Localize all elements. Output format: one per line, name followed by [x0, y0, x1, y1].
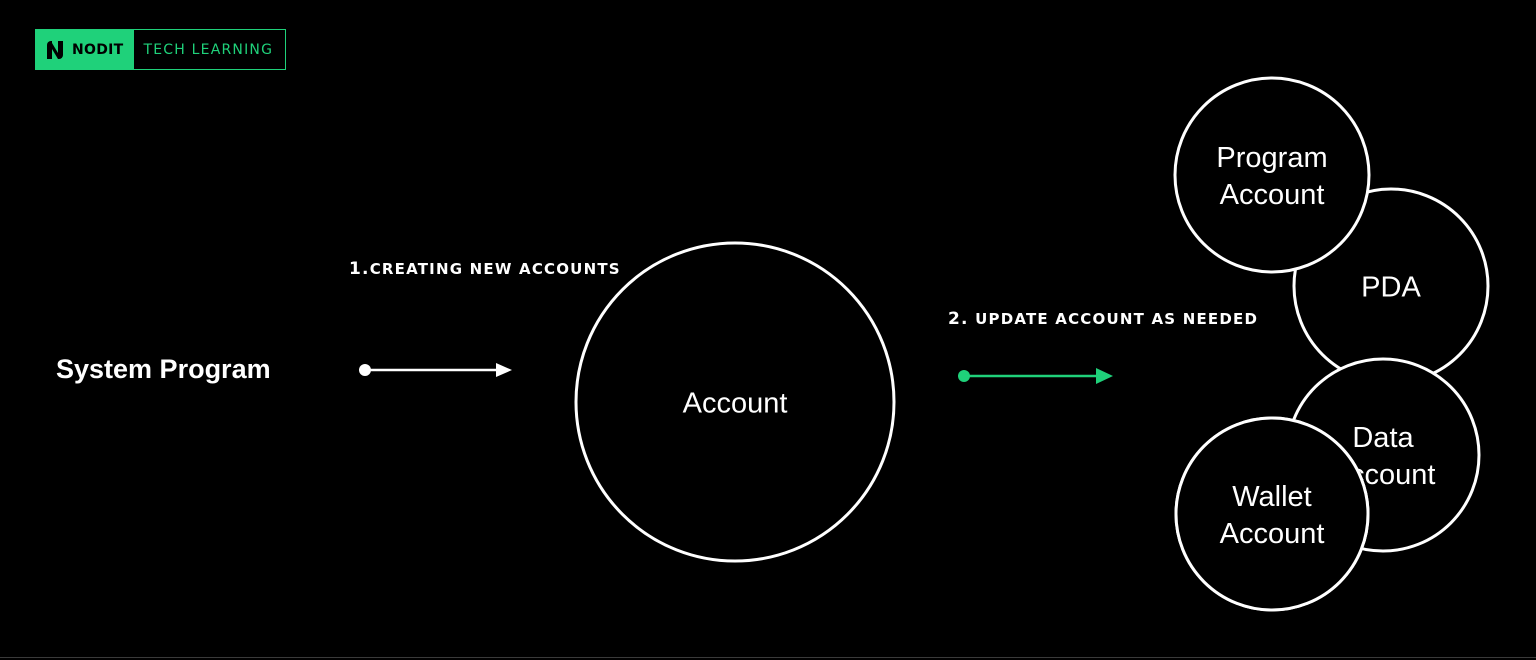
data-account-line1: Data — [1352, 422, 1414, 454]
program-account-line1: Program — [1216, 142, 1328, 174]
program-account-line2: Account — [1219, 179, 1325, 211]
program-account-circle — [1173, 76, 1371, 274]
wallet-account-line2: Account — [1219, 518, 1325, 550]
wallet-account-circle-front — [1174, 416, 1370, 612]
bottom-divider — [0, 657, 1536, 658]
brand-logo: NODIT TECH LEARNING — [35, 29, 287, 70]
step1-number: 1. — [349, 259, 370, 279]
brand-tagline: TECH LEARNING — [133, 29, 287, 70]
pda-label: PDA — [1361, 271, 1421, 304]
step2-label: 2. UPDATE ACCOUNT AS NEEDED — [948, 309, 1258, 329]
account-label: Account — [682, 387, 788, 420]
account-circle — [574, 241, 896, 563]
brand-logo-main: NODIT — [35, 29, 134, 70]
step2-number: 2. — [948, 309, 969, 329]
nodit-logo-icon — [47, 40, 63, 59]
system-program-label: System Program — [56, 354, 271, 384]
step1-text: CREATING NEW ACCOUNTS — [369, 260, 621, 278]
create-arrow — [359, 363, 512, 377]
wallet-account-line1: Wallet — [1232, 481, 1312, 513]
wallet-account-label: Wallet Account — [1220, 479, 1325, 553]
step1-label: 1.CREATING NEW ACCOUNTS — [349, 259, 621, 279]
update-arrow — [958, 368, 1113, 384]
program-account-label: Program Account — [1216, 140, 1327, 214]
brand-name: NODIT — [72, 41, 124, 58]
step2-text: UPDATE ACCOUNT AS NEEDED — [975, 310, 1259, 328]
